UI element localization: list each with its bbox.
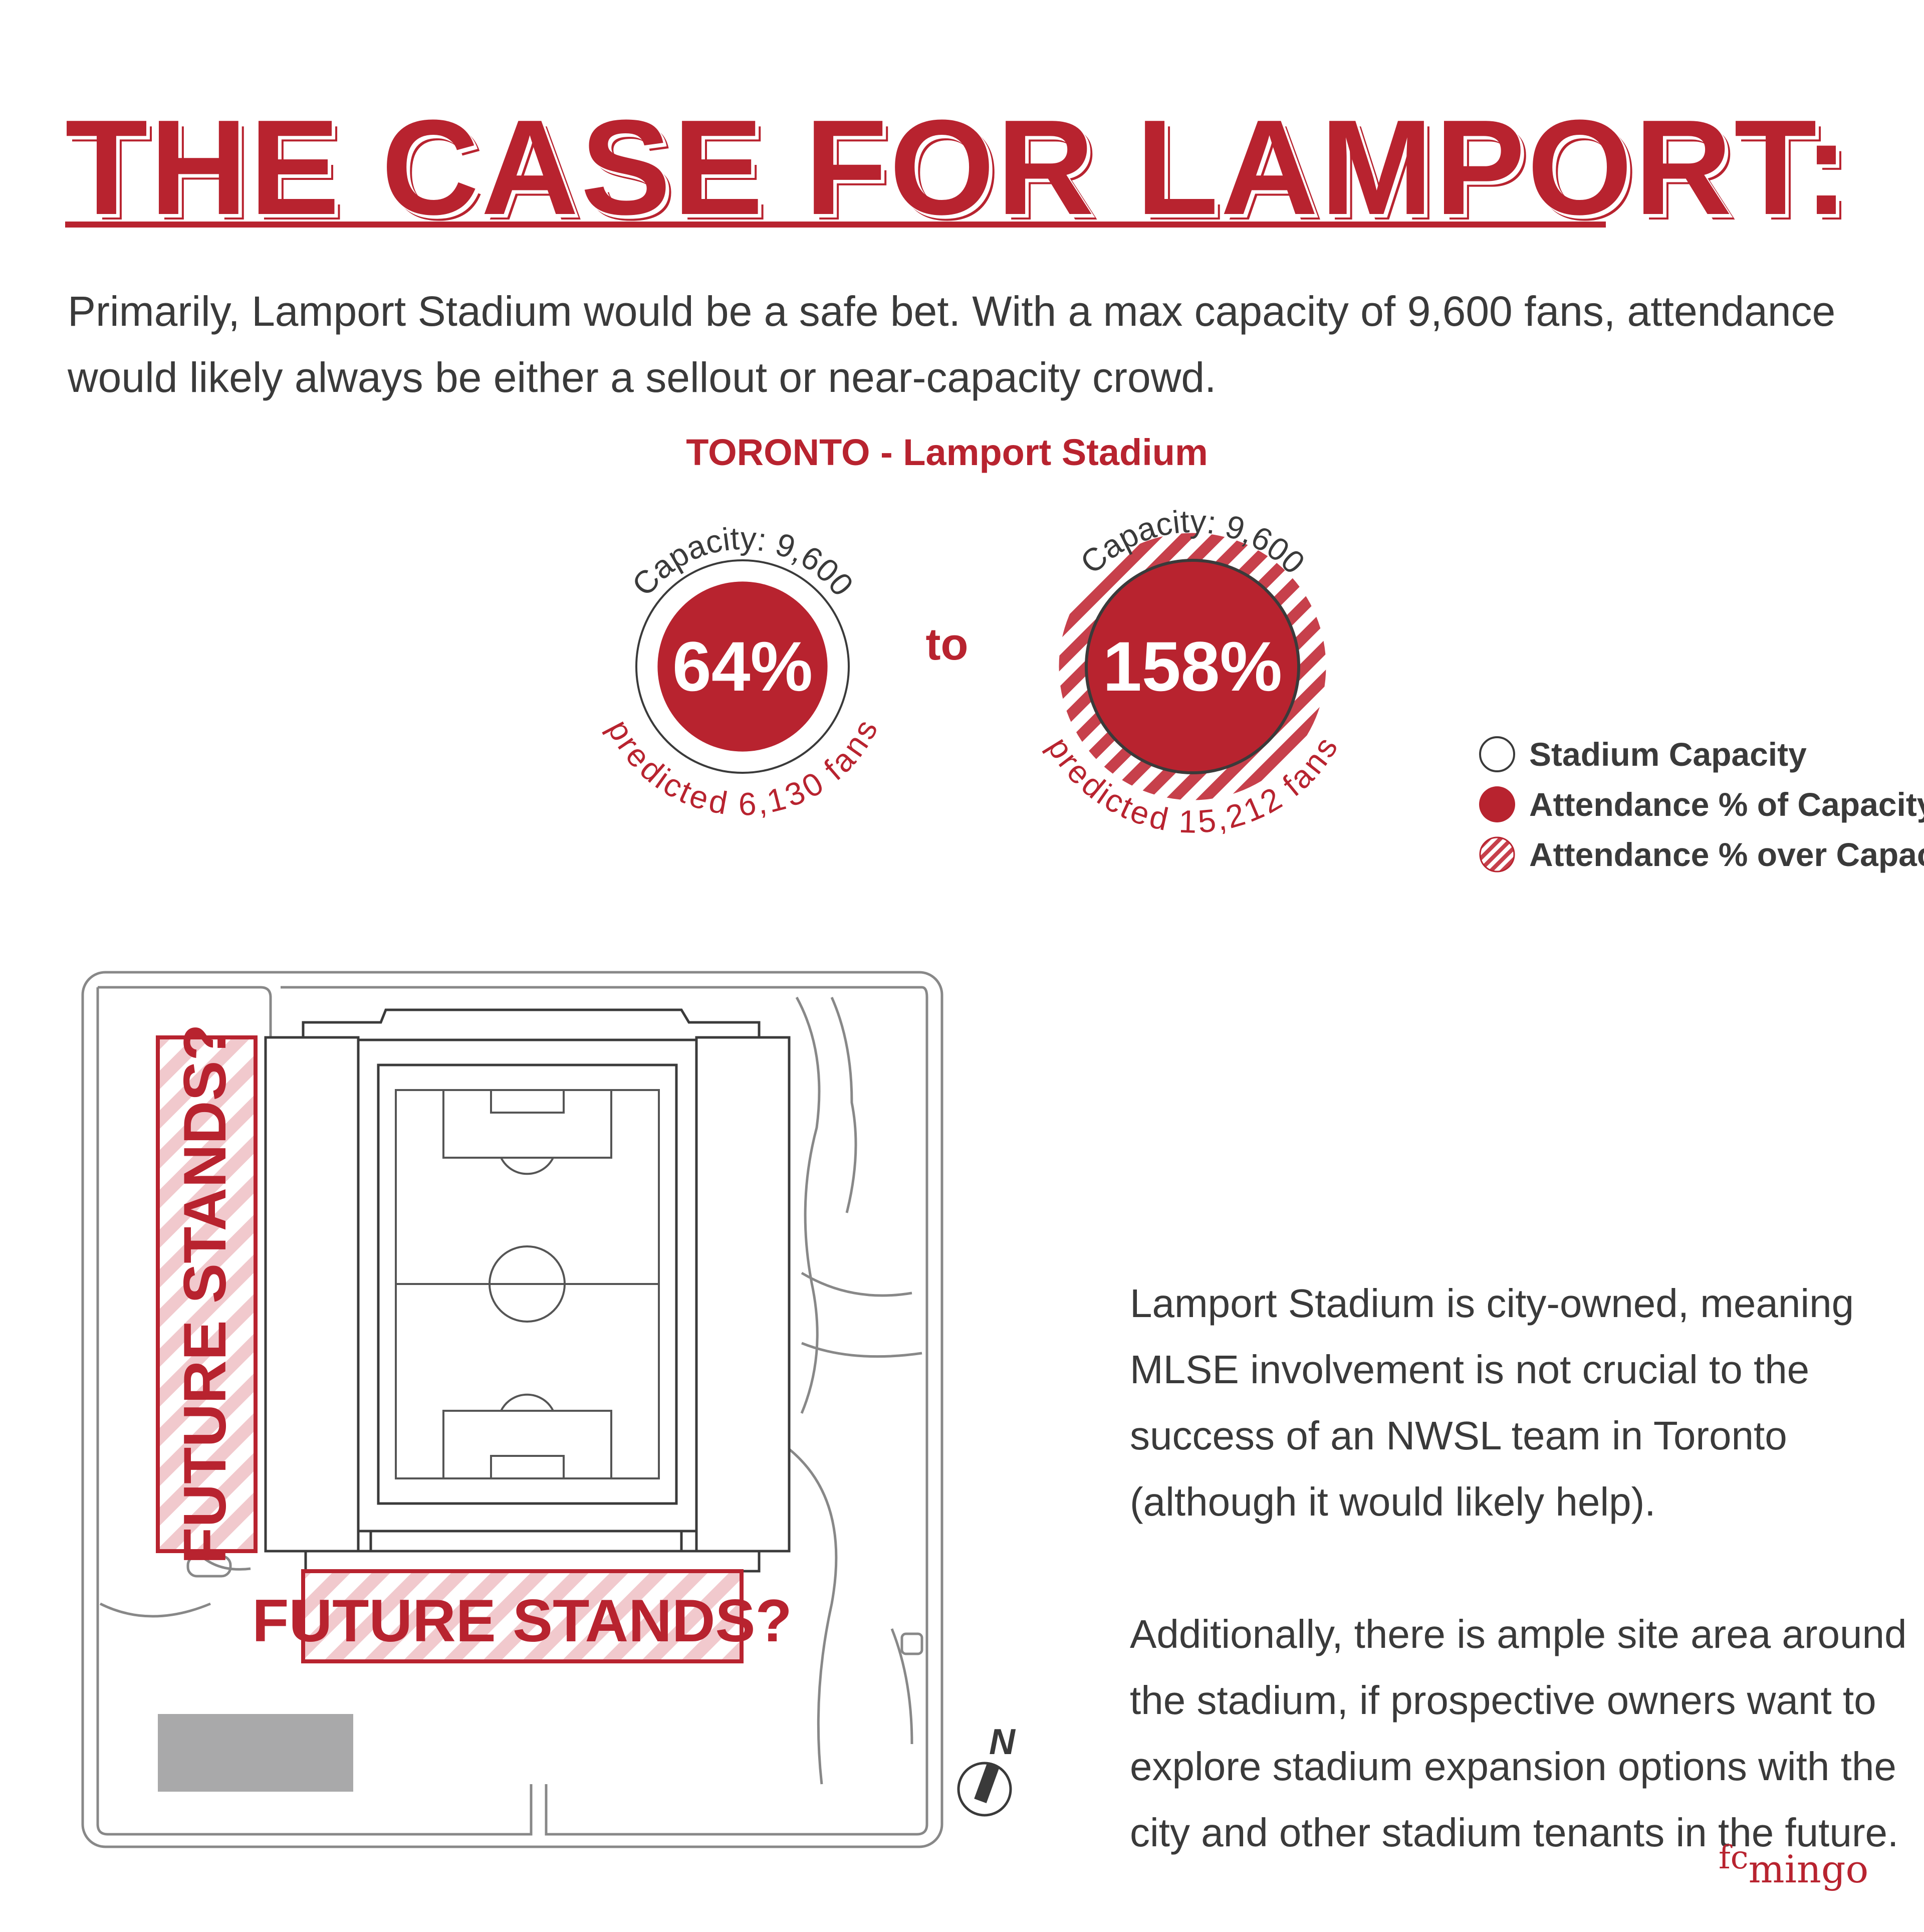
analysis-paragraph-1: Lamport Stadium is city-owned, meaning M…	[1130, 1281, 1854, 1524]
intro-paragraph: Primarily, Lamport Stadium would be a sa…	[68, 288, 1836, 401]
south-stand-small	[369, 1530, 683, 1570]
legend-item-capacity: Stadium Capacity	[1478, 732, 1807, 777]
future-stands-south-zone: FUTURE STANDS?	[252, 1569, 792, 1663]
filled-circle-icon	[1479, 786, 1515, 822]
brand-logo: fcmingo	[1719, 1839, 1868, 1891]
path-node	[186, 1555, 232, 1578]
penalty-area-north	[442, 1089, 612, 1159]
site-path	[795, 996, 821, 1414]
penalty-arc-north	[500, 1157, 554, 1175]
capacity-arc-label: Capacity: 9,600	[625, 520, 860, 603]
path-node	[900, 1632, 923, 1655]
soccer-pitch	[395, 1089, 660, 1479]
legend-label: Attendance % of Capacity	[1529, 786, 1924, 823]
legend-item-over-capacity: Attendance % over Capacity	[1478, 832, 1924, 877]
circle-group-2: 158% Capacity: 9,600 predicted 15,212 fa…	[1041, 503, 1345, 840]
site-path	[189, 1543, 251, 1571]
stadium	[264, 1008, 791, 1573]
site-path	[281, 986, 928, 1836]
site-path	[890, 1628, 913, 1745]
penalty-area-south	[442, 1410, 612, 1479]
brand-logo-part1: fc	[1719, 1839, 1749, 1876]
percent-label: 64%	[672, 627, 813, 706]
north-label: N	[989, 1722, 1016, 1762]
parking-building	[158, 1714, 353, 1792]
attendance-circle	[657, 581, 828, 752]
over-capacity-hatched-ring	[1059, 533, 1326, 800]
percent-label: 158%	[1103, 627, 1282, 706]
bowl-outer	[357, 1038, 698, 1533]
compass-circle	[957, 1762, 1012, 1817]
brand-logo-part2: mingo	[1748, 1847, 1869, 1891]
analysis-paragraph-2: Additionally, there is ample site area a…	[1130, 1612, 1907, 1855]
legend-label: Attendance % over Capacity	[1529, 836, 1924, 873]
south-stand-base	[304, 1550, 761, 1573]
hatched-circle-icon	[1479, 836, 1515, 873]
compass-needle-icon	[974, 1763, 1000, 1803]
site-path	[98, 986, 272, 1083]
outline-circle-icon	[1479, 736, 1515, 772]
east-stand	[695, 1036, 791, 1553]
future-stands-west-zone: FUTURE STANDS?	[156, 1024, 258, 1564]
predicted-arc-label: predicted 6,130 fans	[601, 714, 885, 822]
site-boundary	[81, 971, 943, 1848]
capacity-arc-label: Capacity: 9,600	[1073, 503, 1312, 581]
connector-label: to	[925, 619, 969, 670]
legend-item-attendance: Attendance % of Capacity	[1478, 782, 1924, 827]
goal-area-south	[490, 1455, 565, 1479]
north-grandstand	[302, 1008, 761, 1041]
site-path	[781, 1442, 838, 1785]
penalty-arc-south	[500, 1393, 554, 1411]
chart-title: TORONTO - Lamport Stadium	[686, 432, 1208, 473]
site-path	[96, 987, 533, 1836]
legend-label: Stadium Capacity	[1529, 736, 1807, 773]
predicted-arc-label: predicted 15,212 fans	[1041, 731, 1345, 839]
future-stands-west-label: FUTURE STANDS?	[171, 1024, 238, 1564]
center-circle	[489, 1245, 566, 1323]
bowl-inner	[377, 1063, 678, 1505]
page-title: THE CASE FOR LAMPORT:	[65, 92, 1851, 243]
pitch-boundary	[395, 1089, 660, 1479]
future-stands-south-label: FUTURE STANDS?	[252, 1587, 792, 1654]
future-stands-south-box	[301, 1569, 744, 1663]
circle-group-1: 64% Capacity: 9,600 predicted 6,130 fans	[601, 520, 885, 822]
capacity-circle	[1085, 559, 1300, 774]
site-path	[830, 996, 857, 1213]
west-stand	[264, 1036, 360, 1553]
site-path	[801, 1271, 912, 1297]
capacity-circle	[635, 559, 850, 774]
site-path	[99, 1602, 211, 1618]
north-arrow: N	[957, 1722, 1016, 1817]
goal-area-north	[490, 1089, 565, 1114]
title-underline	[65, 222, 1606, 228]
analysis-text: Lamport Stadium is city-owned, meaning M…	[1130, 1270, 1911, 1932]
site-path	[801, 1342, 922, 1358]
future-stands-west-box	[156, 1035, 258, 1553]
